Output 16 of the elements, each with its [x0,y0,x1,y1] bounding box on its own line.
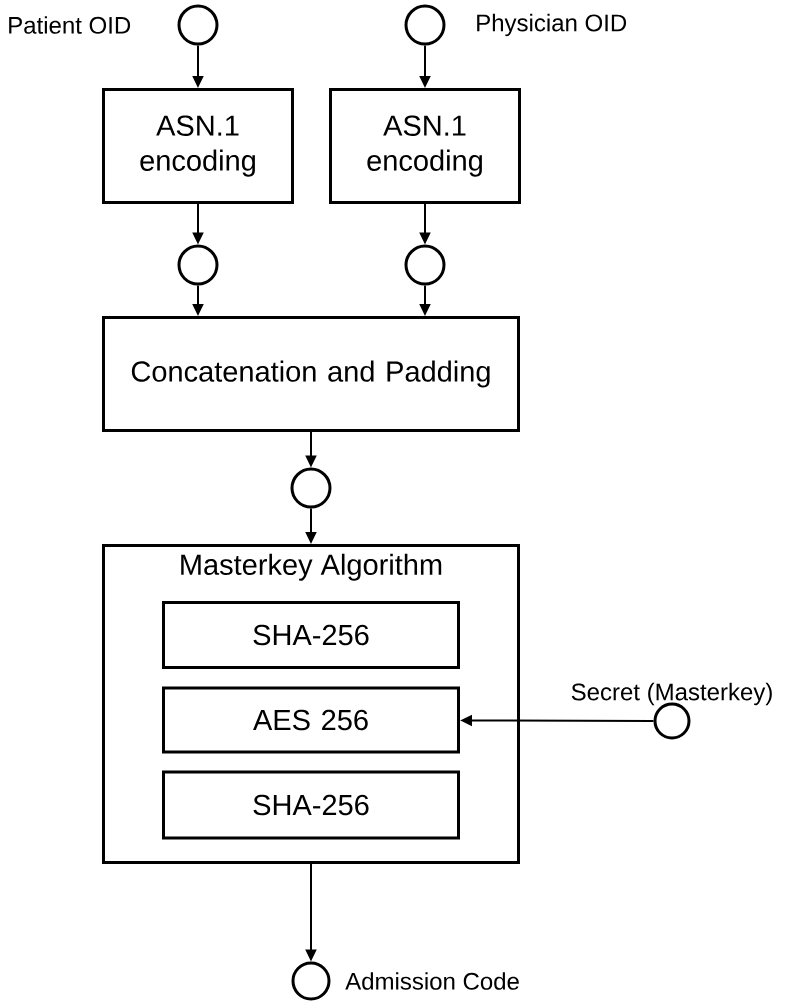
process-box: AES 256 [162,686,460,754]
node-label: Admission Code [345,972,519,990]
connector-circle [404,4,446,46]
process-box: ASN.1 encoding [102,88,294,204]
node-label: Patient OID [9,16,131,34]
process-box: ASN.1 encoding [329,88,521,204]
connector-circle [177,244,219,286]
process-box: Concatenation and Padding [102,316,520,432]
node-label: Physician OID [477,13,627,37]
connector-circle [291,961,331,1001]
node-label: Secret (Masterkey) [571,682,772,706]
connector-circle [290,467,332,509]
process-box: SHA-256 [162,770,460,840]
process-box: SHA-256 [162,601,460,669]
connector-circle [177,4,219,46]
connector-circle [404,244,446,286]
